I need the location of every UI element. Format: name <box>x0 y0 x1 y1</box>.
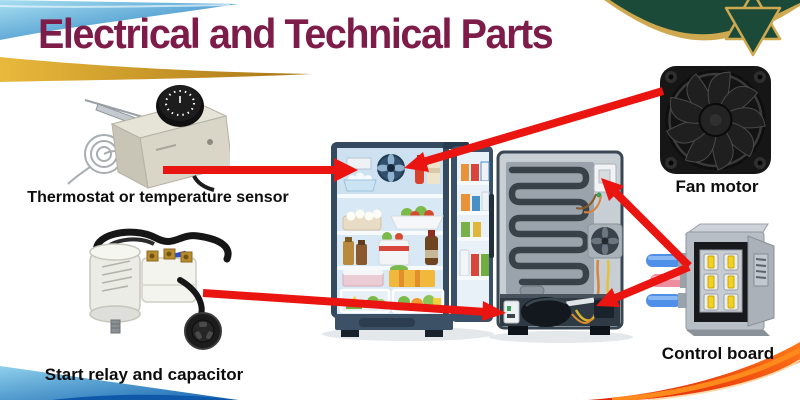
thermostat-label: Thermostat or temperature sensor <box>27 189 289 206</box>
gold-swirl <box>0 57 312 82</box>
page-title: Electrical and Technical Parts <box>38 10 554 57</box>
top-left-wave <box>0 0 238 40</box>
arrow-board-to-compressor <box>596 263 691 307</box>
arrow-relay-to-fridgeback <box>202 289 506 321</box>
fridge-back-illustration <box>496 150 624 335</box>
relay-block <box>141 248 197 303</box>
salad-bowl <box>390 206 444 230</box>
capacitor <box>89 243 141 334</box>
board-switches <box>703 253 739 311</box>
relay-wires <box>93 228 232 263</box>
freezer-vent <box>346 157 372 170</box>
thermostat-dial <box>156 85 204 127</box>
arrow-board-to-defrostbox <box>601 178 692 269</box>
lower-shelf-items <box>342 265 435 287</box>
thermostat-probe <box>84 99 151 120</box>
control-board-illustration <box>646 223 775 336</box>
thermostat-wire <box>192 174 215 192</box>
door-handle <box>489 194 494 258</box>
condenser-coil <box>508 166 590 286</box>
fridge-front-shadow <box>322 327 494 341</box>
bottom-left-wave <box>0 366 238 400</box>
control-board-label: Control board <box>661 344 775 363</box>
start-relay-illustration <box>89 228 232 350</box>
fridge-front-illustration <box>331 142 494 337</box>
board-door <box>747 235 775 327</box>
egg-tray <box>342 209 382 231</box>
fan-motor-label: Fan motor <box>675 177 759 196</box>
star-badge-icon <box>724 0 782 57</box>
middle-shelf-items <box>343 230 438 266</box>
compressor-plug <box>184 312 222 350</box>
arrow-fanmotor-to-fridge <box>404 87 665 172</box>
arrow-thermostat-to-fridge <box>163 158 358 182</box>
condenser-fan-icon <box>587 223 623 259</box>
fan-motor-illustration <box>660 65 771 174</box>
compressor <box>521 297 571 327</box>
start-relay-label: Start relay and capacitor <box>44 365 244 384</box>
ice-bowl <box>343 172 377 192</box>
fridge-door-open <box>443 142 494 322</box>
interior-fan-icon <box>377 154 405 182</box>
